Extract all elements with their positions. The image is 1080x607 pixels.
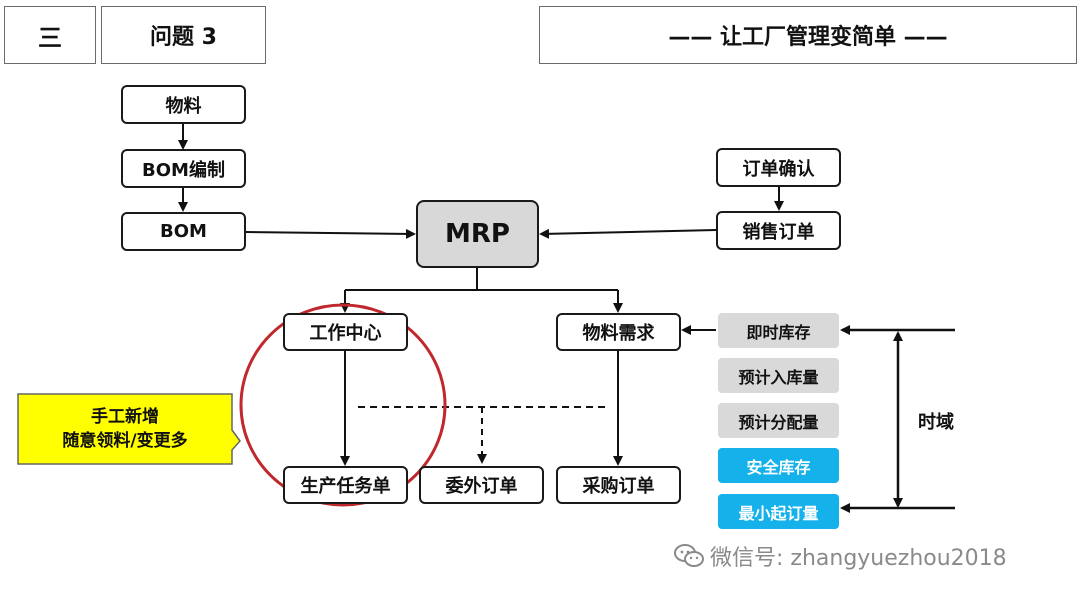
arrow-sales-to-mrp xyxy=(539,228,717,239)
section-label: 三 xyxy=(38,23,62,52)
tag-min-order-qty-label: 最小起订量 xyxy=(738,503,819,523)
node-outsource-order-label: 委外订单 xyxy=(445,476,518,497)
manual-add-callout: 手工新增 随意领料/变更多 xyxy=(18,394,232,464)
callout-shape xyxy=(17,393,241,465)
node-bom-label: BOM xyxy=(160,221,207,242)
tag-expected-inbound: 预计入库量 xyxy=(718,358,839,393)
tag-expected-allocation: 预计分配量 xyxy=(718,403,839,438)
node-bom-compile: BOM编制 xyxy=(121,149,246,188)
tag-safety-stock-label: 安全库存 xyxy=(746,457,811,477)
tag-current-inventory-label: 即时库存 xyxy=(746,322,811,342)
slogan: —— 让工厂管理变简单 —— xyxy=(668,25,948,50)
callout-line-1: 手工新增 xyxy=(91,407,159,427)
node-bom: BOM xyxy=(121,212,246,251)
arrow-bom-to-mrp xyxy=(244,228,416,239)
node-mrp-label: MRP xyxy=(445,219,510,249)
node-material-demand: 物料需求 xyxy=(556,313,681,351)
question-label-box: 问题 3 xyxy=(101,6,266,64)
node-mrp: MRP xyxy=(416,200,539,268)
section-label-box: 三 xyxy=(4,6,96,64)
node-purchase-order: 采购订单 xyxy=(556,466,681,504)
question-label: 问题 3 xyxy=(150,25,217,50)
wechat-watermark: 微信号: zhangyuezhou2018 xyxy=(674,541,1007,571)
tag-safety-stock: 安全库存 xyxy=(718,448,839,483)
node-sales-order: 销售订单 xyxy=(716,211,841,250)
tag-expected-allocation-label: 预计分配量 xyxy=(738,412,819,432)
wechat-icon xyxy=(674,544,704,567)
time-domain-label: 时域 xyxy=(918,412,954,433)
slogan-box: —— 让工厂管理变简单 —— xyxy=(539,6,1077,64)
node-material-label: 物料 xyxy=(165,95,202,117)
node-outsource-order: 委外订单 xyxy=(419,466,544,504)
node-bom-compile-label: BOM编制 xyxy=(142,159,225,181)
node-work-center: 工作中心 xyxy=(283,313,408,351)
tag-expected-inbound-label: 预计入库量 xyxy=(738,367,819,387)
node-purchase-order-label: 采购订单 xyxy=(582,476,655,497)
node-order-confirm-label: 订单确认 xyxy=(742,158,815,180)
node-order-confirm: 订单确认 xyxy=(716,148,841,187)
node-production-task-label: 生产任务单 xyxy=(300,476,391,497)
highlight-circle xyxy=(239,303,447,507)
watermark-text: 微信号: zhangyuezhou2018 xyxy=(710,546,1007,571)
callout-line-2: 随意领料/变更多 xyxy=(62,431,188,451)
node-sales-order-label: 销售订单 xyxy=(742,221,815,243)
node-production-task: 生产任务单 xyxy=(283,466,408,504)
node-material: 物料 xyxy=(121,85,246,124)
node-material-demand-label: 物料需求 xyxy=(582,323,655,344)
tag-min-order-qty: 最小起订量 xyxy=(718,494,839,529)
node-work-center-label: 工作中心 xyxy=(309,323,382,344)
tag-current-inventory: 即时库存 xyxy=(718,313,839,348)
